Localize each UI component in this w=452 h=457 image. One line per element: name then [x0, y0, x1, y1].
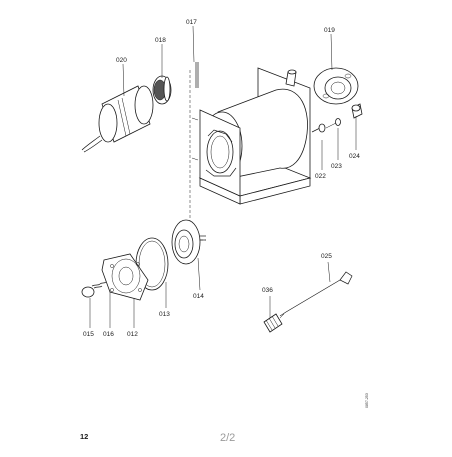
- label-024: 024: [349, 153, 360, 160]
- label-014: 014: [193, 293, 204, 300]
- label-013: 013: [159, 311, 170, 318]
- part-018-sight-glass: [152, 75, 172, 105]
- part-036-nozzle: [263, 311, 287, 333]
- part-015-016-knob-spring: [81, 281, 107, 298]
- part-022-024-fittings: [311, 103, 363, 133]
- label-036: 036: [262, 287, 273, 294]
- page-footer: 2/2: [220, 432, 235, 444]
- label-018: 018: [155, 37, 166, 44]
- part-019-front-ring: [313, 67, 359, 105]
- label-015: 015: [83, 331, 94, 338]
- label-012: 012: [127, 331, 138, 338]
- part-labels: 017 018 020 019 022 023 024 014 013 012 …: [83, 19, 360, 338]
- drawing-code: 0857-253: [365, 393, 369, 408]
- label-023: 023: [331, 163, 342, 170]
- label-016: 016: [103, 331, 114, 338]
- part-025-rod: [279, 271, 353, 319]
- label-020: 020: [116, 57, 127, 64]
- label-019: 019: [324, 27, 335, 34]
- label-017: 017: [186, 19, 197, 26]
- burner-housing: [191, 67, 312, 205]
- part-020-sleeve: [81, 85, 154, 153]
- page-number: 12: [80, 432, 88, 441]
- leader-lines: [89, 25, 357, 328]
- part-012-cover-plate: [101, 253, 149, 301]
- part-014-flange: [171, 219, 206, 265]
- label-025: 025: [321, 253, 332, 260]
- label-022: 022: [315, 173, 326, 180]
